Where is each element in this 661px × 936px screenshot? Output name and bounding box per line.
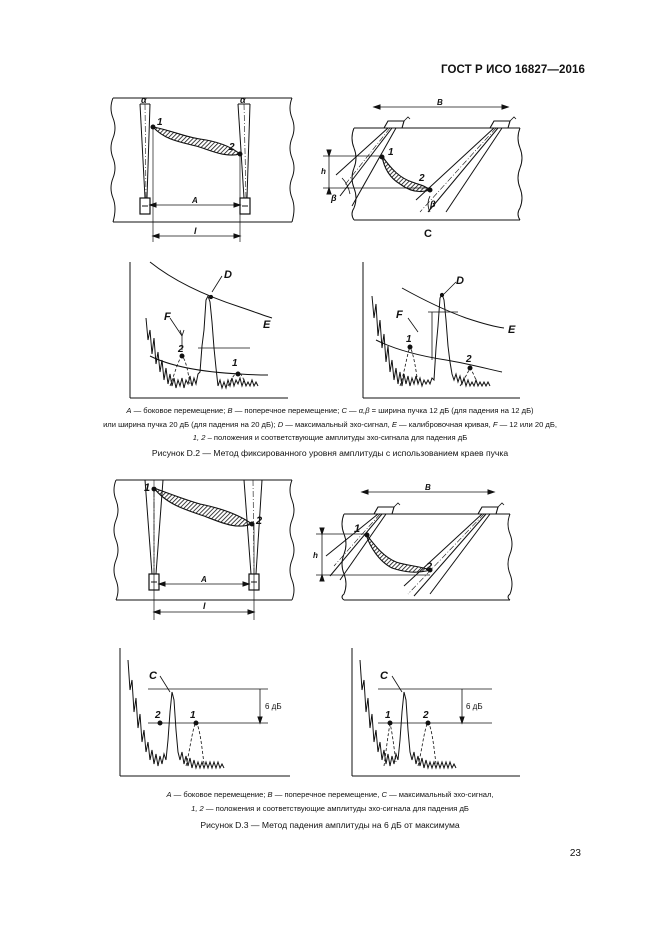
d3-right-db-label: 6 дБ	[466, 702, 483, 711]
legend-text: — максимальный эхо-сигнал,	[283, 419, 392, 429]
d2-caption: Рисунок D.2 — Метод фиксированного уровн…	[151, 448, 509, 458]
page-number: 23	[569, 848, 581, 859]
legend-text: или ширина пучка 20 дБ (для падения на 2…	[103, 419, 278, 429]
d3-right-1-label: 1	[385, 710, 391, 721]
d2-ascan-left	[129, 261, 288, 399]
legend-text: —	[346, 406, 359, 415]
d2-section-view	[323, 104, 523, 221]
d3-point-1-label: 1	[144, 482, 150, 494]
legend-text: D	[277, 419, 284, 429]
legend-text: — 12 или 20 дБ,	[497, 419, 557, 429]
d3-left-1-label: 1	[190, 710, 196, 721]
d2-beta-right-label: β	[429, 199, 436, 209]
d2-alpha-right-label: α	[240, 95, 246, 105]
d3-section-view	[316, 489, 513, 601]
legend-text: 1, 2	[192, 433, 206, 442]
d2-label-c: C	[424, 228, 432, 240]
d3-dim-b-label: B	[425, 483, 431, 492]
legend-text: F	[492, 419, 498, 429]
legend-line: 1, 2 — положения и соответствующие ампли…	[40, 802, 620, 816]
d3-section-point-1-label: 1	[354, 523, 360, 535]
d2-right-2-label: 2	[465, 354, 472, 365]
d2-right-e-label: E	[508, 324, 516, 336]
legend-text: – положения и соответствующие амплитуды …	[205, 433, 468, 442]
legend-text: — поперечное перемещение;	[232, 406, 342, 415]
d2-dim-h-label: h	[321, 167, 326, 176]
legend-text: B	[227, 406, 233, 415]
d3-left-c-label: C	[149, 670, 158, 682]
d2-dim-l-label: l	[194, 226, 197, 236]
d3-section-point-2-label: 2	[425, 561, 432, 573]
legend-text: — максимальный эхо-сигнал,	[386, 790, 494, 799]
legend-text: — положения и соответствующие амплитуды …	[203, 803, 469, 813]
legend-text: — калибровочная кривая,	[396, 419, 493, 429]
legend-text: — боковое перемещение;	[171, 790, 268, 799]
legend-line: или ширина пучка 20 дБ (для падения на 2…	[40, 418, 620, 432]
d2-right-f-label: F	[396, 309, 403, 321]
d2-dim-b-label: B	[437, 98, 443, 107]
d2-legend: A — боковое перемещение; B — поперечное …	[40, 404, 620, 445]
legend-text: A	[126, 406, 132, 415]
d3-dim-a-label: A	[200, 575, 207, 584]
legend-line: 1, 2 – положения и соответствующие ампли…	[40, 431, 620, 445]
d3-left-db-label: 6 дБ	[265, 702, 282, 711]
legend-text: — боковое перемещение;	[131, 406, 228, 415]
d3-left-2-label: 2	[154, 710, 161, 721]
legend-text: 1, 2	[191, 803, 204, 813]
d3-legend: A — боковое перемещение; B — поперечное …	[40, 788, 620, 815]
legend-text: E	[391, 419, 397, 429]
d2-right-1-label: 1	[406, 334, 412, 345]
d3-right-c-label: C	[380, 670, 389, 682]
d2-alpha-left-label: α	[141, 95, 147, 105]
d3-caption: Рисунок D.3 — Метод падения амплитуды на…	[200, 820, 460, 830]
d3-ascan-right	[351, 648, 520, 777]
d2-left-e-label: E	[263, 319, 271, 331]
d2-section-point-2-label: 2	[418, 173, 425, 184]
d3-ascan-left	[119, 648, 290, 777]
legend-text: C	[381, 790, 387, 799]
d2-right-d-label: D	[456, 275, 464, 287]
d2-left-1-label: 1	[232, 358, 238, 369]
d2-beta-left-label: β	[330, 193, 337, 203]
legend-text: B	[267, 790, 273, 799]
legend-line: A — боковое перемещение; B — поперечное …	[40, 404, 620, 418]
legend-text: = ширина пучка 12 дБ (для падения на 12 …	[369, 406, 534, 415]
d3-point-2-label: 2	[255, 515, 262, 527]
d2-point-1-label: 1	[157, 117, 163, 128]
d3-dim-h-label: h	[313, 551, 318, 560]
d2-dim-a-label: A	[191, 196, 198, 205]
legend-text: — поперечное перемещение,	[272, 790, 382, 799]
d2-point-2-label: 2	[228, 142, 235, 153]
d3-plan-view	[113, 479, 295, 620]
d3-dim-l-label: l	[203, 601, 206, 611]
d2-left-d-label: D	[224, 269, 232, 281]
legend-line: A — боковое перемещение; B — поперечное …	[40, 788, 620, 802]
d2-section-point-1-label: 1	[388, 147, 394, 158]
legend-text: A	[166, 790, 172, 799]
d2-ascan-right	[362, 262, 520, 399]
d2-left-f-label: F	[164, 311, 171, 323]
d3-right-2-label: 2	[422, 710, 429, 721]
d2-left-2-label: 2	[177, 344, 184, 355]
document-header: ГОСТ Р ИСО 16827—2016	[440, 64, 585, 76]
d2-plan-view	[110, 97, 295, 242]
legend-text: α,β	[358, 406, 370, 415]
legend-text: C	[341, 406, 347, 415]
